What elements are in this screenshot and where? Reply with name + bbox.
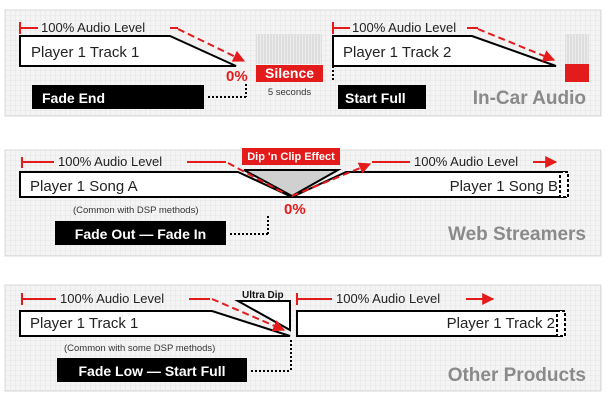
level-indicator-right: 100% Audio Level	[296, 291, 495, 306]
silence-gap	[256, 34, 322, 64]
track-left-label: Player 1 Track 1	[30, 315, 138, 332]
ultra-dip-label: Ultra Dip	[242, 290, 284, 301]
start-full-box	[338, 85, 426, 109]
track-1-waveform	[19, 35, 237, 67]
panel-in-car-audio: 100% Audio Level Player 1 Track 1 0% Sil…	[4, 9, 602, 117]
level-indicator-left: 100% Audio Level	[19, 20, 178, 35]
zero-percent-label: 0%	[226, 68, 248, 85]
track-1-waveform	[19, 310, 291, 337]
level-label-right: 100% Audio Level	[414, 154, 518, 169]
fade-label: Fade Low — Start Full	[78, 363, 225, 379]
track-right-label: Player 1 Song B	[450, 178, 558, 195]
track-right-label: Player 1 Track 2	[447, 315, 555, 332]
fade-low-box	[57, 358, 247, 382]
song-b-end-marker	[559, 171, 569, 198]
level-label-left: 100% Audio Level	[58, 154, 162, 169]
level-label-left: 100% Audio Level	[60, 291, 164, 306]
level-indicator-left: 100% Audio Level	[21, 291, 210, 306]
track-left-label: Player 1 Song A	[30, 178, 138, 195]
level-label-right: 100% Audio Level	[336, 291, 440, 306]
silence-badge-2	[565, 64, 589, 82]
section-label-other-products: Other Products	[448, 365, 586, 386]
zero-percent-label: 0%	[284, 201, 306, 218]
section-label-in-car-audio: In-Car Audio	[473, 88, 586, 109]
fade-label: Fade Out — Fade In	[75, 226, 206, 242]
level-indicator-left: 100% Audio Level	[21, 154, 226, 169]
track-right-label: Player 1 Track 2	[343, 44, 451, 61]
effect-label: Dip 'n Clip Effect	[247, 151, 335, 163]
dip-clip-badge	[242, 148, 340, 165]
silence-badge	[256, 65, 323, 82]
track-2-end-marker	[556, 310, 566, 337]
level-label-right: 100% Audio Level	[352, 20, 456, 35]
song-waveform	[19, 171, 567, 199]
dsp-note: (Common with DSP methods)	[73, 205, 198, 216]
fade-low-arrow	[211, 298, 286, 332]
fade-out-in-box	[55, 221, 226, 245]
panel-web-streamers: 100% Audio Level Player 1 Song A Player …	[4, 148, 602, 257]
fade-end-box	[32, 85, 204, 109]
dip-triangle	[243, 169, 342, 198]
fade-out-arrow-2	[477, 28, 556, 62]
section-label-web-streamers: Web Streamers	[448, 224, 586, 245]
panel-other-products: 100% Audio Level Player 1 Track 1 Ultra …	[4, 284, 602, 392]
silence-gap-2	[565, 34, 589, 64]
level-indicator-right: 100% Audio Level	[332, 20, 478, 35]
track-left-label: Player 1 Track 1	[31, 44, 139, 61]
start-full-label: Start Full	[345, 90, 406, 106]
level-label-left: 100% Audio Level	[41, 20, 145, 35]
dsp-note: (Common with some DSP methods)	[64, 343, 215, 354]
silence-duration: 5 seconds	[268, 87, 312, 98]
fade-in-arrow	[291, 162, 372, 197]
silence-label: Silence	[265, 65, 314, 81]
track-2-waveform	[332, 35, 557, 67]
track-2-waveform	[296, 310, 562, 337]
fade-end-label: Fade End	[42, 90, 105, 106]
fade-out-arrow	[177, 28, 246, 62]
level-indicator-right: 100% Audio Level	[372, 154, 558, 169]
